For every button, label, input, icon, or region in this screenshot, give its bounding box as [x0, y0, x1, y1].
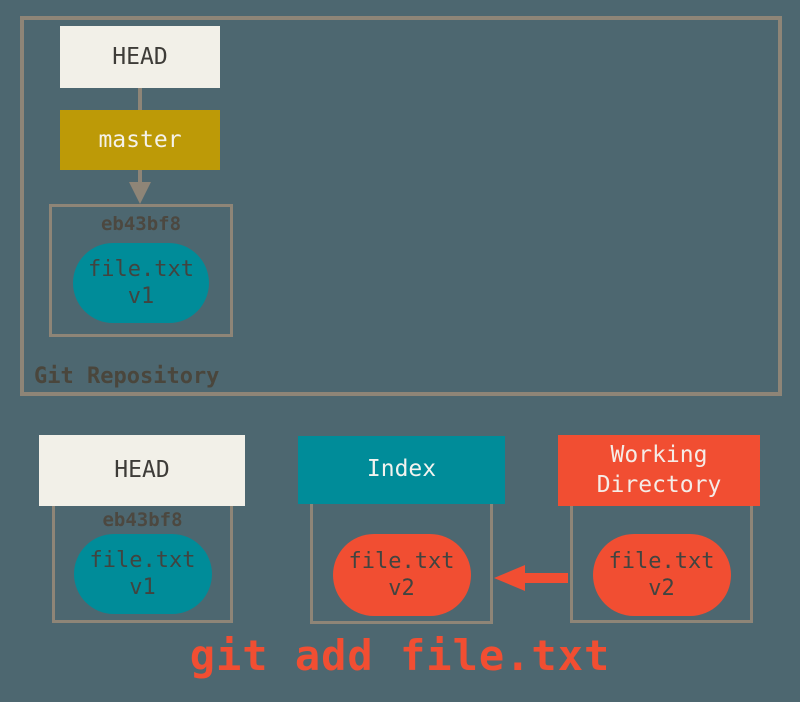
- file-blob-version: v2: [388, 576, 415, 601]
- commit-box: eb43bf8 file.txt v1: [49, 204, 233, 337]
- file-blob-v1: file.txt v1: [73, 243, 209, 323]
- add-arrow-shaft: [524, 573, 568, 583]
- working-directory-box: file.txt v2: [570, 500, 753, 623]
- index-file-blob-v2: file.txt v2: [332, 534, 471, 616]
- index-station-box: file.txt v2: [310, 500, 493, 624]
- file-blob-name: file.txt: [88, 256, 194, 282]
- head-station-box: eb43bf8 file.txt v1: [52, 500, 233, 623]
- file-blob-version: v1: [127, 284, 155, 309]
- head-station-header: HEAD: [39, 435, 245, 506]
- file-blob-name: file.txt: [608, 548, 715, 574]
- file-blob-version: v1: [129, 575, 156, 600]
- add-arrow-left-icon: [494, 565, 525, 591]
- working-directory-file-blob-v2: file.txt v2: [592, 534, 731, 616]
- head-station-file-blob-v1: file.txt v1: [73, 534, 212, 614]
- working-directory-header: Working Directory: [558, 435, 760, 506]
- commit-id-label: eb43bf8: [100, 213, 182, 235]
- file-blob-name: file.txt: [89, 547, 196, 573]
- command-text: git add file.txt: [189, 631, 611, 680]
- connector-master-to-commit: [138, 170, 142, 184]
- file-blob-version: v2: [648, 576, 675, 601]
- index-station-header: Index: [298, 436, 505, 504]
- git-repository-label: Git Repository: [34, 364, 220, 389]
- connector-head-to-master: [138, 88, 142, 110]
- head-station-commit-id: eb43bf8: [102, 509, 183, 531]
- arrowhead-down-icon: [129, 182, 151, 204]
- head-ref-box: HEAD: [60, 26, 220, 88]
- git-repository-box: Git Repository: [20, 16, 782, 396]
- branch-master-box: master: [60, 110, 220, 170]
- file-blob-name: file.txt: [348, 548, 455, 574]
